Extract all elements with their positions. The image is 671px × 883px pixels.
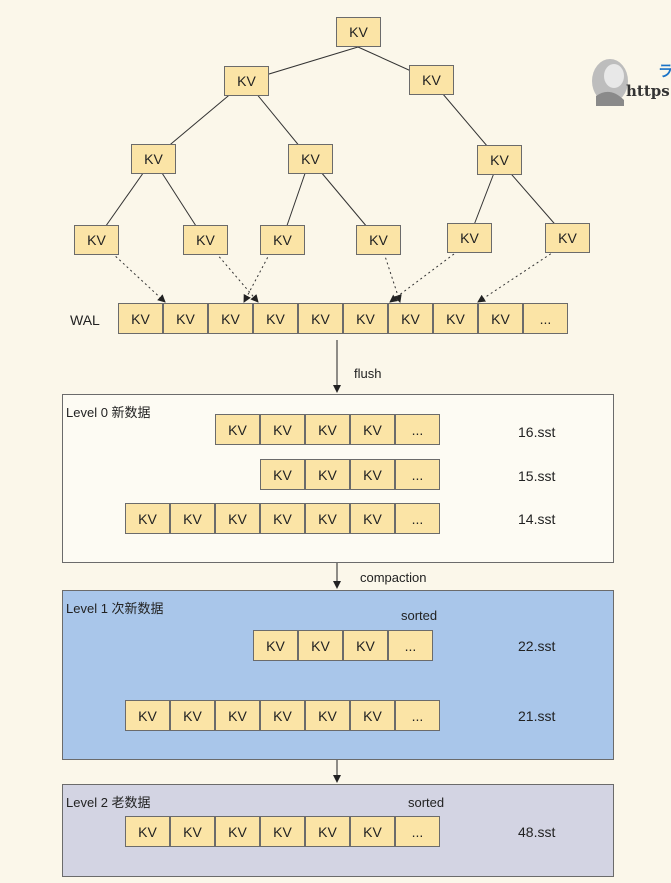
tree-node-l1-right: KV	[409, 65, 454, 95]
sst-entry: KV	[260, 816, 305, 847]
compaction-label: compaction	[360, 570, 427, 585]
sst-entry-ellipsis: ...	[395, 414, 440, 445]
sst-entry: KV	[350, 816, 395, 847]
level-2-title: Level 2 老数据	[66, 795, 151, 810]
wal-entry: KV	[253, 303, 298, 334]
sst-entry: KV	[215, 503, 260, 534]
watermark-accent: ラ	[658, 63, 671, 80]
wal-entry: KV	[298, 303, 343, 334]
watermark-text: https	[626, 82, 670, 100]
sst-entry: KV	[125, 700, 170, 731]
tree-node-root: KV	[336, 17, 381, 47]
sst-entry: KV	[350, 700, 395, 731]
sst-entry: KV	[170, 816, 215, 847]
sst-entry: KV	[170, 503, 215, 534]
sst-entry: KV	[350, 503, 395, 534]
sst-entry: KV	[350, 459, 395, 490]
sst-entry: KV	[305, 503, 350, 534]
sst-entry: KV	[305, 414, 350, 445]
tree-leaf-3: KV	[260, 225, 305, 255]
sst-entry: KV	[260, 503, 305, 534]
tree-leaf-1: KV	[74, 225, 119, 255]
sst-entry: KV	[253, 630, 298, 661]
wal-entry: KV	[388, 303, 433, 334]
level-1-title: Level 1 次新数据	[66, 601, 164, 616]
wal-entry: KV	[343, 303, 388, 334]
sst-entry-ellipsis: ...	[395, 700, 440, 731]
wal-entry: KV	[433, 303, 478, 334]
sst-entry-ellipsis: ...	[395, 459, 440, 490]
wal-entry: KV	[118, 303, 163, 334]
sst-entry: KV	[215, 414, 260, 445]
sst-entry: KV	[305, 459, 350, 490]
sst-entry: KV	[215, 700, 260, 731]
sst-entry: KV	[305, 816, 350, 847]
tree-leaf-5: KV	[447, 223, 492, 253]
level-0-title: Level 0 新数据	[66, 405, 151, 420]
level-1-panel: Level 1 次新数据	[62, 590, 614, 760]
wal-append-arrows	[111, 250, 556, 303]
tree-leaf-2: KV	[183, 225, 228, 255]
wal-label: WAL	[70, 312, 100, 328]
sst-entry: KV	[170, 700, 215, 731]
sst-entry: KV	[215, 816, 260, 847]
sst-name-16: 16.sst	[518, 424, 556, 440]
avatar-icon	[592, 59, 628, 106]
tree-node-l1-left: KV	[224, 66, 269, 96]
sst-name-15: 15.sst	[518, 468, 556, 484]
sst-name-14: 14.sst	[518, 511, 556, 527]
level-2-sorted-label: sorted	[408, 795, 445, 810]
sst-entry-ellipsis: ...	[395, 503, 440, 534]
sst-name-21: 21.sst	[518, 708, 556, 724]
tree-leaf-4: KV	[356, 225, 401, 255]
level-1-sorted-label: sorted	[401, 608, 438, 623]
wal-entry-ellipsis: ...	[523, 303, 568, 334]
sst-entry: KV	[125, 503, 170, 534]
flush-label: flush	[354, 366, 382, 381]
tree-node-l2-a: KV	[131, 144, 176, 174]
sst-entry: KV	[343, 630, 388, 661]
sst-entry: KV	[298, 630, 343, 661]
sst-entry-ellipsis: ...	[388, 630, 433, 661]
sst-name-48: 48.sst	[518, 824, 556, 840]
sst-entry: KV	[125, 816, 170, 847]
sst-entry: KV	[350, 414, 395, 445]
sst-entry: KV	[260, 700, 305, 731]
wal-entry: KV	[478, 303, 523, 334]
sst-entry-ellipsis: ...	[395, 816, 440, 847]
wal-entry: KV	[163, 303, 208, 334]
tree-node-l2-b: KV	[288, 144, 333, 174]
wal-entry: KV	[208, 303, 253, 334]
sst-name-22: 22.sst	[518, 638, 556, 654]
tree-leaf-6: KV	[545, 223, 590, 253]
tree-node-l2-c: KV	[477, 145, 522, 175]
watermark-logo: ラ https	[590, 56, 671, 106]
sst-entry: KV	[260, 414, 305, 445]
sst-entry: KV	[260, 459, 305, 490]
sst-entry: KV	[305, 700, 350, 731]
